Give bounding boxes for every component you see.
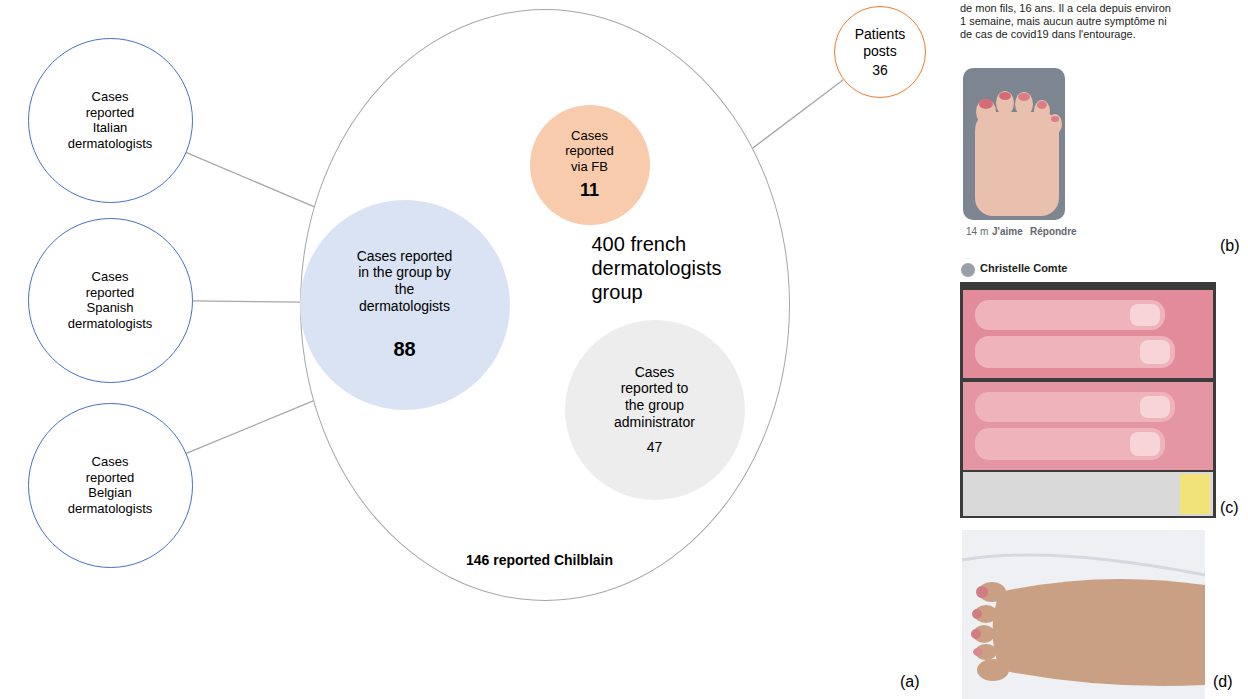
finger [975,300,1165,330]
chilblain-lesion [971,629,981,639]
panel-letter: (d) [1213,672,1233,691]
toe [976,99,996,125]
group-cases-circle: Cases reported in the group by the derma… [300,200,510,410]
chilblain-lesion [976,586,988,598]
screen-bar [963,472,1213,516]
foot-shape [975,112,1059,216]
circle-content: Cases reported via FB 11 [560,127,620,201]
panel-letter: (a) [900,672,920,691]
toe-photo [963,68,1065,220]
chilblain-lesion [1018,93,1030,101]
nail [1130,432,1160,456]
case-count: 11 [580,180,599,202]
chilblain-lesion [999,92,1011,100]
screen-photo [960,282,1216,518]
finger [975,428,1165,460]
finger-image [963,382,1213,470]
circle-content: Cases reported Italian dermatologists [68,89,153,151]
nail [1140,340,1170,364]
circle-label: Patients posts [855,26,906,60]
circle-label: Cases reported via FB [560,127,620,174]
foot-shape [993,579,1206,686]
panel-letter: (c) [1220,498,1239,517]
chilblain-lesion [979,99,993,109]
case-count: 36 [872,61,888,78]
toe [977,659,1009,681]
group-total: 146 reported Chilblain [430,552,650,569]
connector-line [186,152,314,206]
chilblain-lesion [973,648,983,656]
connector-line [753,80,844,148]
connector-line [186,401,313,454]
circle-label: Cases reported to the group administrato… [610,364,700,431]
circle-label: Cases reported Italian dermatologists [68,89,153,151]
country-circle: Cases reported Spanish dermatologists [28,218,193,383]
avatar [961,263,975,277]
nail [1140,396,1170,418]
foot-photo [962,530,1205,699]
group-circle: 400 french dermatologists group 146 repor… [300,9,790,601]
admin-cases-circle: Cases reported to the group administrato… [565,320,745,500]
circle-content: Cases reported Spanish dermatologists [68,269,153,331]
case-count: 47 [647,439,663,456]
circle-label: Cases reported Belgian dermatologists [68,454,153,516]
panel-letter: (b) [1220,236,1240,255]
toe [996,91,1014,115]
comment-meta: Répondre [1030,226,1077,238]
finger [975,336,1175,368]
fb-cases-circle: Cases reported via FB 11 [530,105,650,225]
connector-line [192,301,300,302]
circle-content: Patients posts36 [855,26,906,78]
circle-content: Cases reported to the group administrato… [610,364,700,456]
group-title: 400 french dermatologists group [592,232,762,304]
toe [1034,100,1050,122]
comment-meta: 14 m [966,226,988,238]
finger-image [963,290,1213,378]
patient-posts-circle: Patients posts36 [834,6,926,98]
commenter-name: Christelle Comte [980,262,1067,275]
country-circle: Cases reported Italian dermatologists [28,38,193,203]
sheet-fold [962,555,1205,575]
sticky-note [1180,474,1210,514]
circle-content: Cases reported Belgian dermatologists [68,454,153,516]
comment-meta: J'aime [992,226,1023,238]
chilblain-lesion [1037,101,1047,109]
finger [975,392,1175,422]
case-count: 88 [393,337,415,361]
toe [1048,114,1062,134]
nail [1130,304,1160,326]
circle-content: Cases reported in the group by the derma… [352,248,457,361]
toe [1015,92,1033,116]
country-circle: Cases reported Belgian dermatologists [28,403,193,568]
chilblain-lesion [972,609,982,619]
circle-label: Cases reported in the group by the derma… [352,248,457,315]
circle-label: Cases reported Spanish dermatologists [68,269,153,331]
chilblain-lesion [1051,116,1059,122]
comment-text: de mon fils, 16 ans. Il a cela depuis en… [960,2,1172,42]
